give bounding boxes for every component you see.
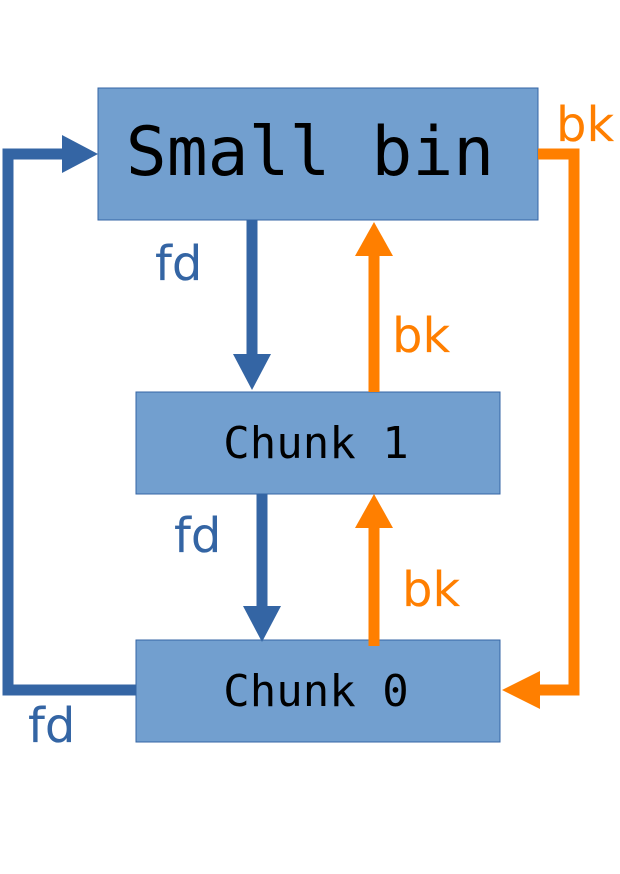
bk-arrow-head [355,222,393,256]
edge-chunk0-to-chunk1-bk: bk [355,494,460,646]
small-bin-box [97,87,539,221]
fd-label: fd [155,236,202,292]
chunk-1-box [135,391,501,495]
node-chunk-1: Chunk 1 [135,391,501,495]
edge-smallbin-to-chunk1-fd: fd [155,220,271,390]
bk-arrow-head [502,671,540,709]
bk-label: bk [392,308,450,364]
fd-label: fd [28,698,75,754]
fd-arrow-head [243,606,281,642]
node-small-bin: Small bin [97,87,539,221]
bk-loop-line [536,148,580,696]
chunk-0-label: Chunk 0 [223,666,408,717]
small-bin-label: Small bin [126,113,494,192]
chunk-0-box [135,639,501,743]
edge-smallbin-to-chunk0-bk: bk [502,97,614,709]
node-chunk-0: Chunk 0 [135,639,501,743]
chunk-1-label: Chunk 1 [223,418,408,469]
fd-arrow-head [233,354,271,390]
bk-arrow-head [355,494,393,528]
edge-chunk1-to-smallbin-bk: bk [355,222,450,392]
edge-chunk1-to-chunk0-fd: fd [174,494,281,642]
fd-label: fd [174,508,221,564]
fd-arrow-head [62,135,98,173]
bk-label: bk [402,562,460,618]
bk-label: bk [556,97,614,153]
fd-loop-line [2,148,136,696]
edge-chunk0-to-smallbin-fd: fd [2,135,136,754]
